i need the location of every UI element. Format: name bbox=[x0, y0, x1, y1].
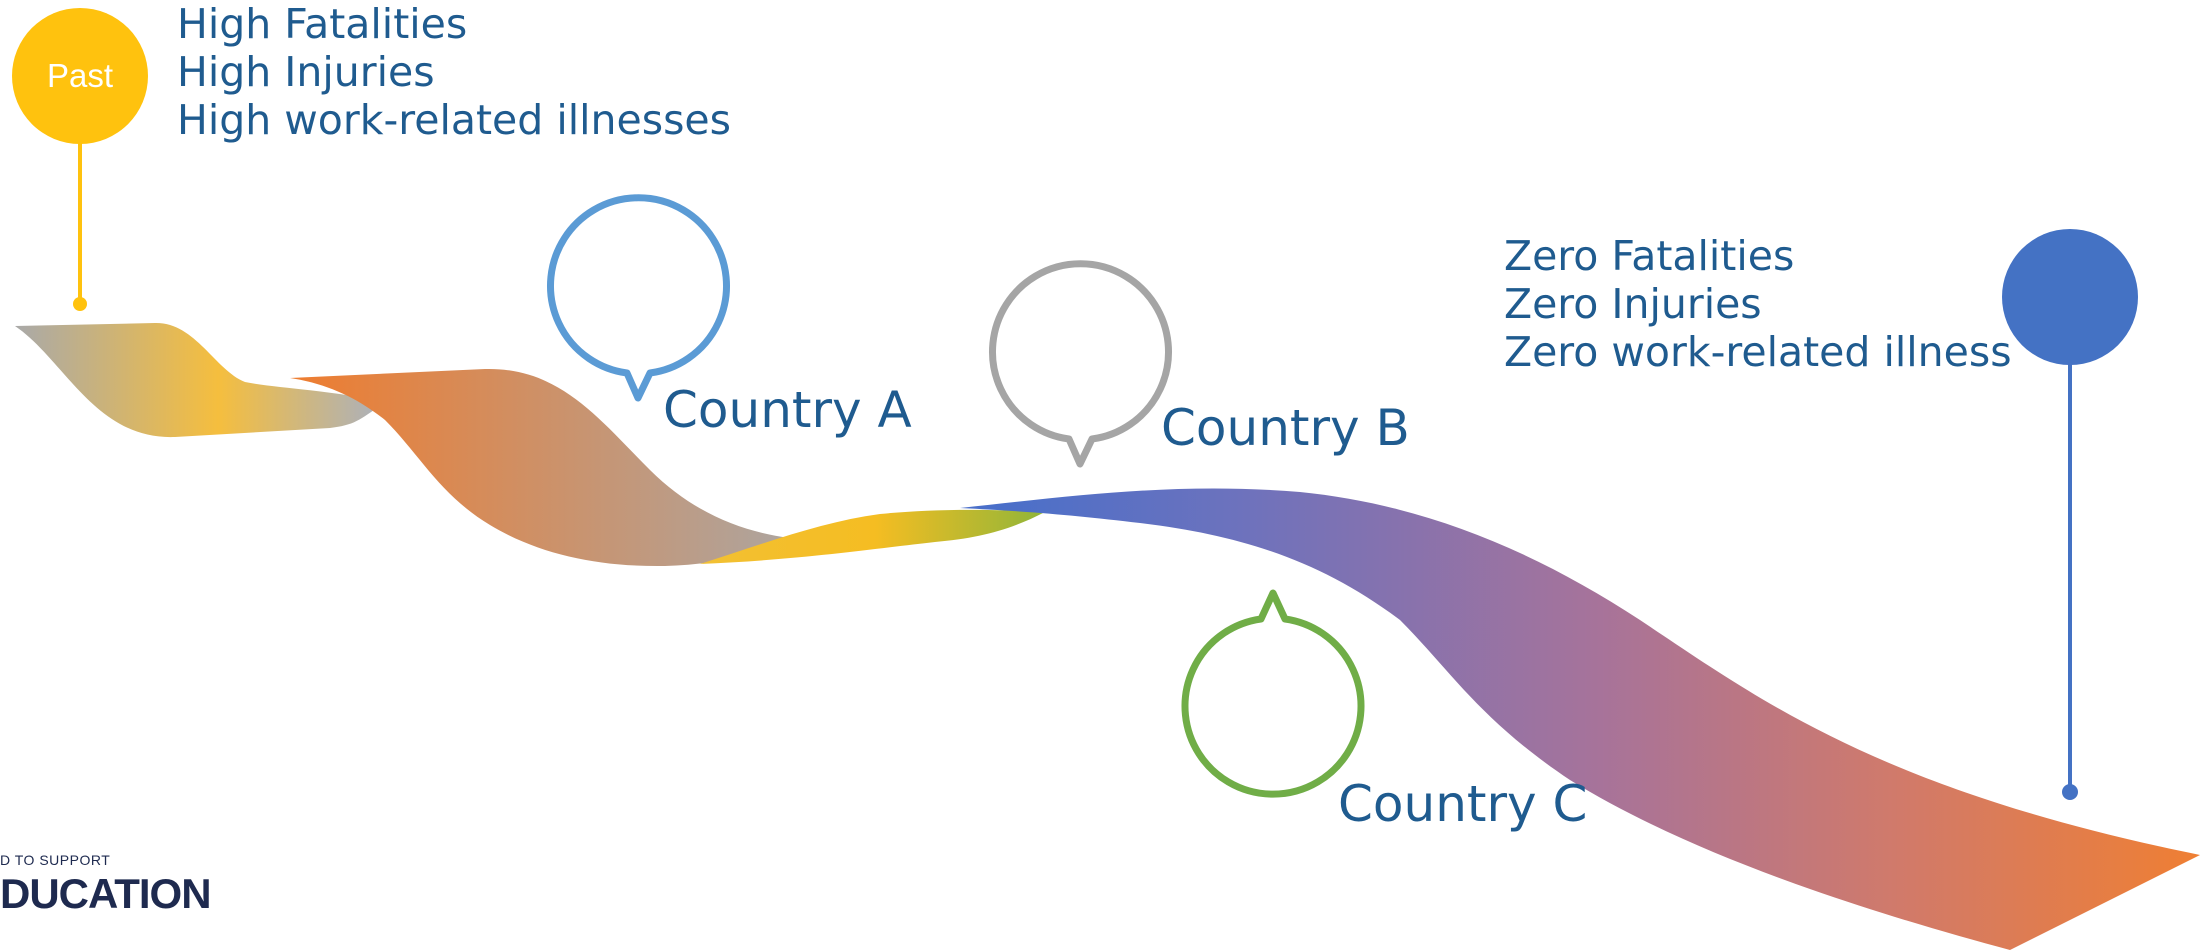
future-description: Zero Fatalities Zero Injuries Zero work-… bbox=[1504, 232, 2012, 376]
country-c-pin bbox=[1181, 589, 1365, 798]
ribbon-segment-country-c bbox=[960, 488, 2200, 950]
future-line-injuries: Zero Injuries bbox=[1504, 280, 1762, 328]
past-marker-dot bbox=[73, 297, 87, 311]
past-line-illnesses: High work-related illnesses bbox=[177, 96, 732, 144]
ribbon-segment-past bbox=[15, 322, 385, 438]
past-line-injuries: High Injuries bbox=[177, 48, 435, 96]
future-marker-dot bbox=[2062, 784, 2078, 800]
past-description: High Fatalities High Injuries High work-… bbox=[177, 0, 731, 144]
future-line-fatalities: Zero Fatalities bbox=[1504, 232, 1795, 280]
country-b-label: Country B bbox=[1161, 399, 1410, 457]
country-a-pin bbox=[547, 194, 730, 402]
future-line-illness: Zero work-related illness bbox=[1504, 328, 2012, 376]
past-marker-label: Past bbox=[46, 57, 114, 94]
country-b-pin bbox=[989, 260, 1172, 468]
ribbon-segment-country-a bbox=[290, 368, 815, 567]
country-c-label: Country C bbox=[1338, 775, 1588, 833]
past-line-fatalities: High Fatalities bbox=[177, 0, 468, 48]
past-marker-circle bbox=[12, 8, 148, 144]
future-marker-circle bbox=[2002, 229, 2138, 365]
logo-tagline: D TO SUPPORT bbox=[0, 852, 111, 868]
ribbon-segment-country-b bbox=[700, 509, 1045, 564]
country-a-label: Country A bbox=[663, 381, 912, 439]
logo-wordmark: DUCATION bbox=[0, 870, 212, 917]
